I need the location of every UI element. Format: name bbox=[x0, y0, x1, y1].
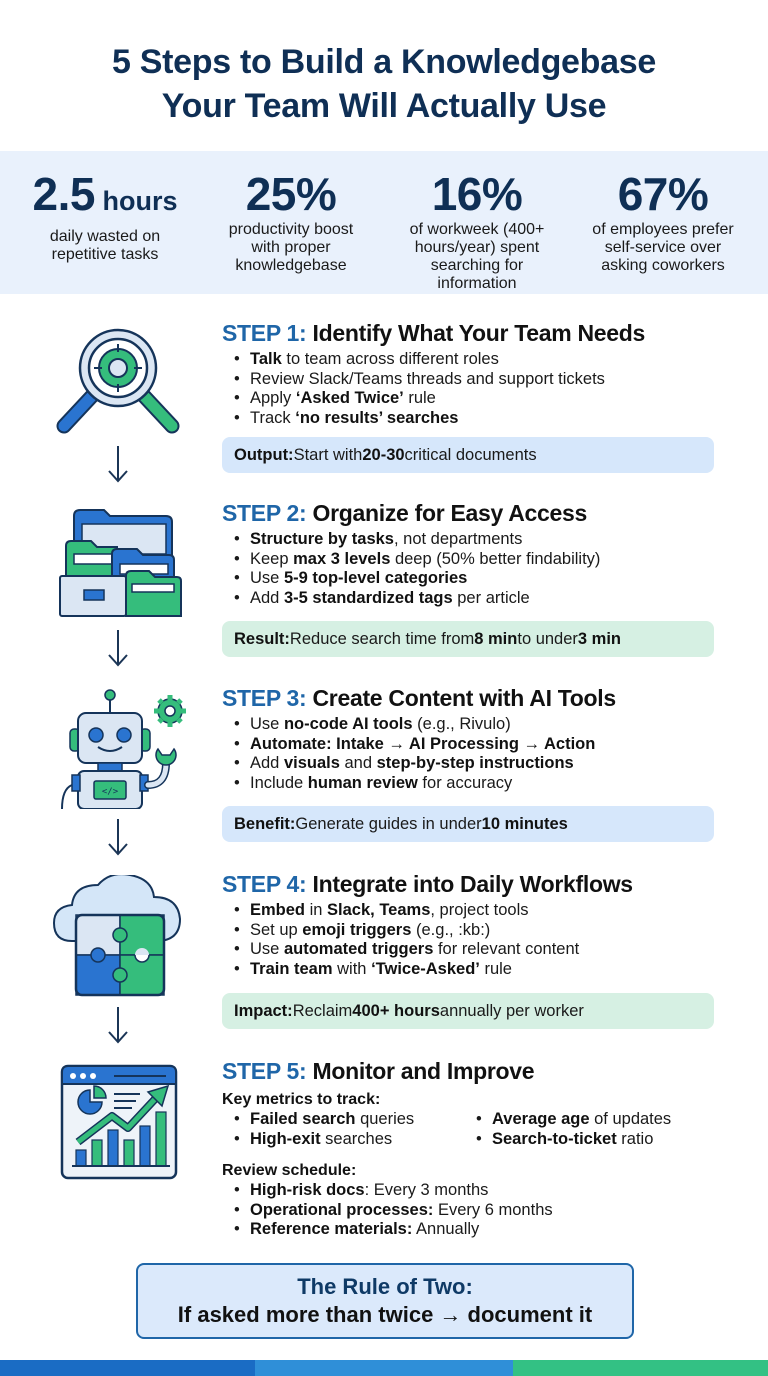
step-1-content: STEP 1: Identify What Your Team Needs Ta… bbox=[222, 318, 714, 473]
list-item: High-risk docs: Every 3 months bbox=[234, 1181, 714, 1201]
list-item: Failed search queries bbox=[234, 1110, 464, 1130]
file-drawer-folders-icon bbox=[48, 502, 188, 620]
page-title: 5 Steps to Build a Knowledgebase Your Te… bbox=[0, 40, 768, 128]
robot-gear-icon: </> bbox=[48, 689, 188, 810]
bottom-color-bar bbox=[0, 1360, 768, 1376]
list-item: Average age of updates bbox=[476, 1110, 706, 1130]
stat-value: 16% bbox=[431, 168, 523, 220]
magnifier-target-icon bbox=[48, 324, 188, 436]
list-item: Add visuals and step-by-step instruction… bbox=[234, 754, 714, 774]
step-number: STEP 3: bbox=[222, 685, 307, 711]
schedule-heading: Review schedule: bbox=[222, 1162, 357, 1179]
bar-segment-3 bbox=[513, 1360, 768, 1376]
list-item: Add 3-5 standardized tags per article bbox=[234, 589, 714, 609]
list-item: Track ‘no results’ searches bbox=[234, 409, 714, 429]
stats-band: 2.5 hours daily wasted on repetitive tas… bbox=[0, 151, 768, 294]
list-item: Use 5-9 top-level categories bbox=[234, 569, 714, 589]
list-item: Talk to team across different roles bbox=[234, 350, 714, 370]
arrow-down-icon bbox=[106, 628, 130, 668]
schedule-list: High-risk docs: Every 3 monthsOperationa… bbox=[222, 1181, 714, 1240]
benefit-callout: Benefit: Generate guides in under 10 min… bbox=[222, 806, 714, 842]
arrow-down-icon bbox=[106, 817, 130, 857]
bar-segment-1 bbox=[0, 1360, 255, 1376]
step-number: STEP 2: bbox=[222, 500, 307, 526]
rule-of-two-box: The Rule of Two: If asked more than twic… bbox=[136, 1263, 634, 1339]
step-title: STEP 4: Integrate into Daily Workflows bbox=[222, 869, 714, 899]
list-item: Structure by tasks, not departments bbox=[234, 530, 714, 550]
stat-hours-wasted: 2.5 hours daily wasted on repetitive tas… bbox=[12, 151, 198, 294]
step-bullets: Use no-code AI tools (e.g., Rivulo)Autom… bbox=[222, 715, 714, 793]
stat-label: of workweek (400+ hours/year) spent sear… bbox=[409, 221, 545, 292]
list-item: Search-to-ticket ratio bbox=[476, 1130, 706, 1150]
stat-label: daily wasted on repetitive tasks bbox=[49, 228, 161, 263]
arrow-down-icon bbox=[106, 1005, 130, 1045]
result-callout: Result: Reduce search time from 8 min to… bbox=[222, 621, 714, 657]
metrics-list-right: Average age of updatesSearch-to-ticket r… bbox=[464, 1110, 706, 1149]
stat-productivity-boost: 25% productivity boost with proper knowl… bbox=[198, 151, 384, 294]
list-item: Review Slack/Teams threads and support t… bbox=[234, 370, 714, 390]
step-number: STEP 4: bbox=[222, 871, 307, 897]
stat-value: 2.5 bbox=[32, 168, 96, 220]
stat-workweek-searching: 16% of workweek (400+ hours/year) spent … bbox=[384, 151, 570, 294]
analytics-dashboard-icon bbox=[48, 1064, 188, 1184]
metrics-list-left: Failed search queriesHigh-exit searches bbox=[222, 1110, 464, 1149]
step-heading: Create Content with AI Tools bbox=[312, 685, 617, 711]
step-2-content: STEP 2: Organize for Easy Access Structu… bbox=[222, 498, 714, 657]
list-item: Include human review for accuracy bbox=[234, 774, 714, 794]
step-title: STEP 3: Create Content with AI Tools bbox=[222, 683, 714, 713]
step-number: STEP 5: bbox=[222, 1058, 307, 1084]
output-callout: Output: Start with 20-30 critical docume… bbox=[222, 437, 714, 473]
cloud-puzzle-icon bbox=[48, 873, 188, 999]
step-heading: Monitor and Improve bbox=[312, 1058, 535, 1084]
stat-unit: hours bbox=[94, 186, 178, 216]
list-item: High-exit searches bbox=[234, 1130, 464, 1150]
stat-self-service: 67% of employees prefer self-service ove… bbox=[570, 151, 756, 294]
list-item: Train team with ‘Twice-Asked’ rule bbox=[234, 960, 714, 980]
bar-segment-2 bbox=[255, 1360, 513, 1376]
title-line-2: Your Team Will Actually Use bbox=[161, 87, 607, 125]
step-title: STEP 2: Organize for Easy Access bbox=[222, 498, 714, 528]
step-title: STEP 1: Identify What Your Team Needs bbox=[222, 318, 714, 348]
step-5-content: STEP 5: Monitor and Improve Key metrics … bbox=[222, 1056, 714, 1240]
list-item: Embed in Slack, Teams, project tools bbox=[234, 901, 714, 921]
step-3-content: STEP 3: Create Content with AI Tools Use… bbox=[222, 683, 714, 842]
list-item: Apply ‘Asked Twice’ rule bbox=[234, 389, 714, 409]
list-item: Reference materials: Annually bbox=[234, 1220, 714, 1240]
metrics-columns: Failed search queriesHigh-exit searches … bbox=[222, 1110, 714, 1149]
step-4-content: STEP 4: Integrate into Daily Workflows E… bbox=[222, 869, 714, 1029]
metrics-heading: Key metrics to track: bbox=[222, 1091, 381, 1108]
stat-label: of employees prefer self-service over as… bbox=[592, 221, 734, 274]
list-item: Use no-code AI tools (e.g., Rivulo) bbox=[234, 715, 714, 735]
rule-title: The Rule of Two: bbox=[297, 1274, 473, 1299]
list-item: Automate: Intake → AI Processing → Actio… bbox=[234, 735, 714, 755]
svg-text:</>: </> bbox=[102, 787, 119, 797]
list-item: Set up emoji triggers (e.g., :kb:) bbox=[234, 921, 714, 941]
stat-label: productivity boost with proper knowledge… bbox=[228, 221, 354, 274]
step-number: STEP 1: bbox=[222, 320, 307, 346]
impact-callout: Impact: Reclaim 400+ hours annually per … bbox=[222, 993, 714, 1029]
step-bullets: Embed in Slack, Teams, project toolsSet … bbox=[222, 901, 714, 979]
step-heading: Identify What Your Team Needs bbox=[312, 320, 646, 346]
list-item: Operational processes: Every 6 months bbox=[234, 1201, 714, 1221]
list-item: Keep max 3 levels deep (50% better finda… bbox=[234, 550, 714, 570]
stat-value: 67% bbox=[617, 168, 709, 220]
step-bullets: Talk to team across different rolesRevie… bbox=[222, 350, 714, 428]
title-line-1: 5 Steps to Build a Knowledgebase bbox=[112, 43, 656, 81]
step-heading: Integrate into Daily Workflows bbox=[312, 871, 634, 897]
arrow-down-icon bbox=[106, 444, 130, 484]
list-item: Use automated triggers for relevant cont… bbox=[234, 940, 714, 960]
step-heading: Organize for Easy Access bbox=[312, 500, 588, 526]
step-title: STEP 5: Monitor and Improve bbox=[222, 1056, 714, 1086]
step-bullets: Structure by tasks, not departmentsKeep … bbox=[222, 530, 714, 608]
stat-value: 25% bbox=[245, 168, 337, 220]
rule-text: If asked more than twice → document it bbox=[177, 1302, 593, 1327]
